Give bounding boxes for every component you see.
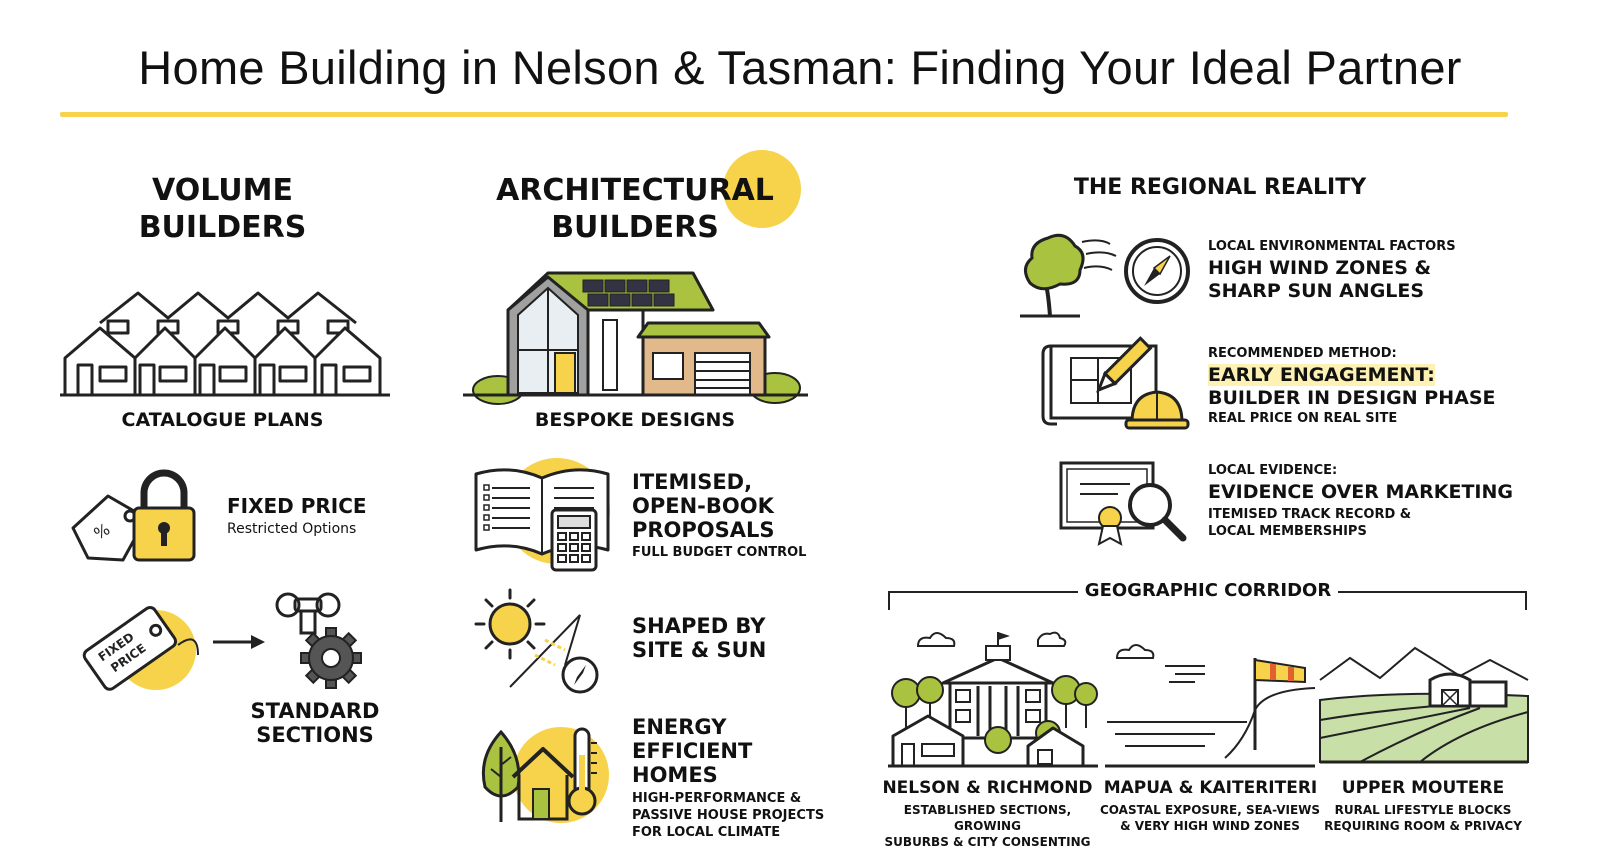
volume-subtitle: CATALOGUE PLANS [121,409,324,431]
fixed-price-note: Restricted Options [227,521,357,537]
shaped-block: SHAPED BY SITE & SUN [632,614,766,662]
area-2-desc2: & VERY HIGH WIND ZONES [1120,819,1300,833]
itemised-block: ITEMISED, OPEN-BOOK PROPOSALS [632,470,775,542]
regional-2-main1: EARLY ENGAGEMENT: [1208,364,1435,386]
volume-heading: VOLUME BUILDERS [80,172,365,246]
architectural-subtitle: BESPOKE DESIGNS [534,409,736,431]
page-title: Home Building in Nelson & Tasman: Findin… [138,41,1462,94]
area-1-desc2: SUBURBS & CITY CONSENTING [884,835,1091,849]
price-tag-icon: % [71,494,148,562]
regional-1-main2: SHARP SUN ANGLES [1208,280,1425,302]
regional-2-main2: BUILDER IN DESIGN PHASE [1208,387,1496,409]
modern-house-icon [463,271,808,405]
regional-1-main1: HIGH WIND ZONES & [1208,257,1432,279]
shaped-line2: SITE & SUN [632,638,767,662]
area-2-desc: COASTAL EXPOSURE, SEA-VIEWS & VERY HIGH … [1096,802,1324,834]
corridor-bracket [888,591,1527,610]
itemised-line2: OPEN-BOOK [632,494,774,518]
barn-icon [1319,646,1529,764]
fixed-price-tag-icon: FIXED PRICE [82,606,199,691]
architectural-heading: ARCHITECTURAL BUILDERS [470,172,800,246]
standard-line2: SECTIONS [256,723,374,747]
regional-3-note2: LOCAL MEMBERSHIPS [1208,524,1367,539]
area-3-name: UPPER MOUTERE [1341,778,1505,798]
row-houses-icon [60,291,390,397]
thermometer-icon [567,727,597,816]
architectural-heading-line1: ARCHITECTURAL [496,173,774,208]
regional-3-main1: EVIDENCE OVER MARKETING [1208,481,1513,503]
sun-icon [474,588,546,660]
magnifier-icon [1128,483,1187,542]
gear-key-icon [275,592,362,689]
area-1-desc1: ESTABLISHED SECTIONS, GROWING [903,803,1072,833]
compass-icon-2 [1124,238,1190,304]
energy-note2: PASSIVE HOUSE PROJECTS [632,808,825,823]
fixed-price-label: FIXED PRICE [227,494,367,518]
energy-line2: EFFICIENT [632,739,753,763]
energy-line3: HOMES [632,763,718,787]
town-hall-icon [888,631,1098,768]
pencil-icon [1096,336,1153,393]
padlock-icon [132,469,196,562]
arrow-right-icon [213,635,265,649]
hard-hat-icon [1124,390,1190,430]
energy-note1: HIGH-PERFORMANCE & [632,791,802,806]
standard-line1: STANDARD [250,699,380,723]
energy-note3: FOR LOCAL CLIMATE [632,825,781,840]
heading-accent-dot [723,150,801,228]
regional-3-notes: ITEMISED TRACK RECORD & LOCAL MEMBERSHIP… [1208,506,1411,540]
regional-heading: THE REGIONAL REALITY [1073,175,1367,200]
area-2-name: MAPUA & KAITERITERI [1103,778,1318,798]
regional-2-label: RECOMMENDED METHOD: [1208,346,1397,361]
architectural-heading-line2: BUILDERS [551,210,719,245]
volume-heading-line1: VOLUME [152,173,293,208]
area-2-desc1: COASTAL EXPOSURE, SEA-VIEWS [1099,803,1321,817]
compass-icon [509,614,599,694]
windsock-icon [1105,644,1316,768]
regional-3-label: LOCAL EVIDENCE: [1208,463,1338,478]
energy-block: ENERGY EFFICIENT HOMES [632,715,752,787]
regional-2-note: REAL PRICE ON REAL SITE [1208,411,1398,426]
area-3-desc: RURAL LIFESTYLE BLOCKS REQUIRING ROOM & … [1318,802,1528,834]
corridor-heading: GEOGRAPHIC CORRIDOR [1078,580,1338,601]
regional-1-main: HIGH WIND ZONES & SHARP SUN ANGLES [1208,257,1431,303]
standard-sections: STANDARD SECTIONS [240,699,390,747]
regional-1-label: LOCAL ENVIRONMENTAL FACTORS [1208,239,1456,254]
title-underline [60,112,1508,117]
volume-heading-line2: BUILDERS [138,210,307,245]
itemised-note: FULL BUDGET CONTROL [632,545,807,560]
regional-3-note1: ITEMISED TRACK RECORD & [1208,507,1412,522]
itemised-line3: PROPOSALS [632,518,775,542]
area-3-desc2: REQUIRING ROOM & PRIVACY [1324,819,1522,833]
area-1-desc: ESTABLISHED SECTIONS, GROWING SUBURBS & … [870,802,1105,850]
energy-line1: ENERGY [632,715,727,739]
itemised-line1: ITEMISED, [632,470,753,494]
area-3-desc1: RURAL LIFESTYLE BLOCKS [1334,803,1512,817]
calculator-icon [550,508,598,572]
regional-2-main: EARLY ENGAGEMENT: BUILDER IN DESIGN PHAS… [1208,364,1495,410]
energy-notes: HIGH-PERFORMANCE & PASSIVE HOUSE PROJECT… [632,790,824,841]
shaped-line1: SHAPED BY [632,614,766,638]
windy-tree-icon [1020,233,1117,318]
area-1-name: NELSON & RICHMOND [882,778,1093,798]
